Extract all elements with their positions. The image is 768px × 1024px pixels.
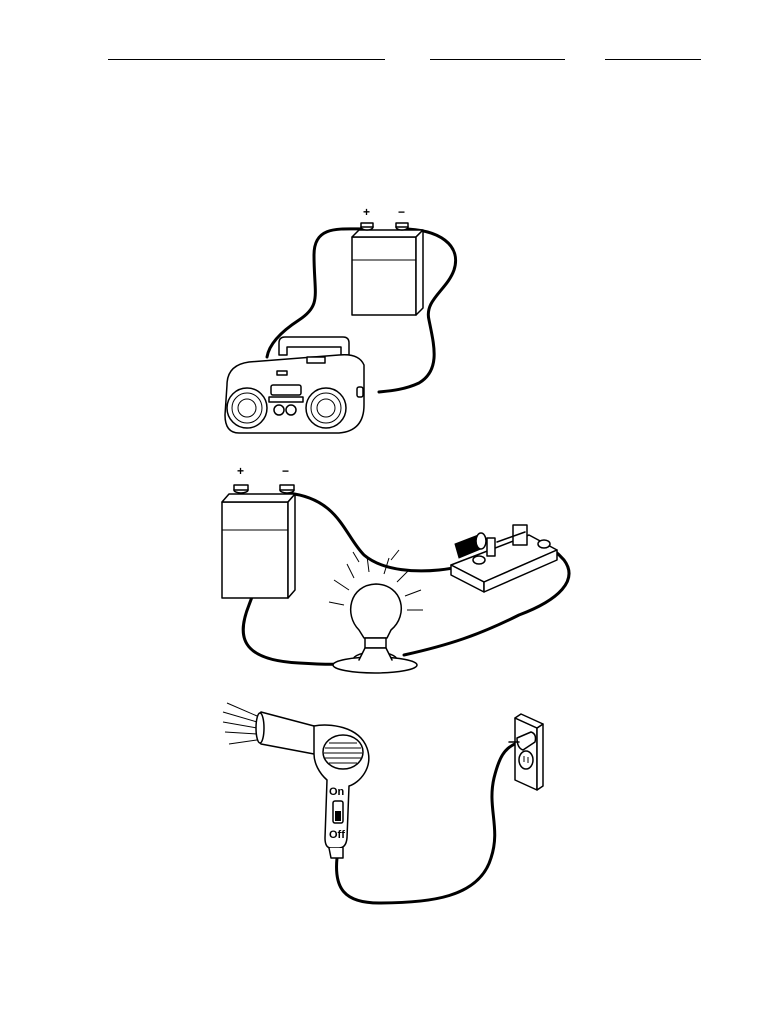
name-blank-line (108, 59, 385, 60)
knife-switch-icon (450, 524, 558, 593)
plug-icon (508, 731, 537, 751)
wire-icon (265, 227, 369, 359)
hair-dryer-icon (222, 702, 370, 859)
wall-outlet-icon (514, 713, 544, 791)
wire-icon (377, 227, 457, 394)
negative-terminal-label: − (282, 464, 289, 478)
battery-icon (221, 484, 296, 599)
wire-icon (285, 491, 483, 573)
boombox-icon (224, 336, 365, 434)
circuit-bulb-panel: + − (219, 460, 571, 682)
light-bulb-icon (328, 549, 423, 674)
switch-on-label: On (329, 786, 345, 798)
negative-terminal-label: − (398, 205, 405, 219)
cord-icon (335, 741, 519, 905)
positive-terminal-label: + (237, 464, 244, 478)
date-blank-line (605, 59, 701, 60)
battery-icon (351, 222, 424, 316)
switch-off-label: Off (329, 829, 345, 841)
circuit-dryer-panel: On Off (219, 698, 549, 912)
positive-terminal-label: + (363, 205, 370, 219)
circuit-radio-panel: + − (219, 205, 471, 443)
class-blank-line (430, 59, 565, 60)
